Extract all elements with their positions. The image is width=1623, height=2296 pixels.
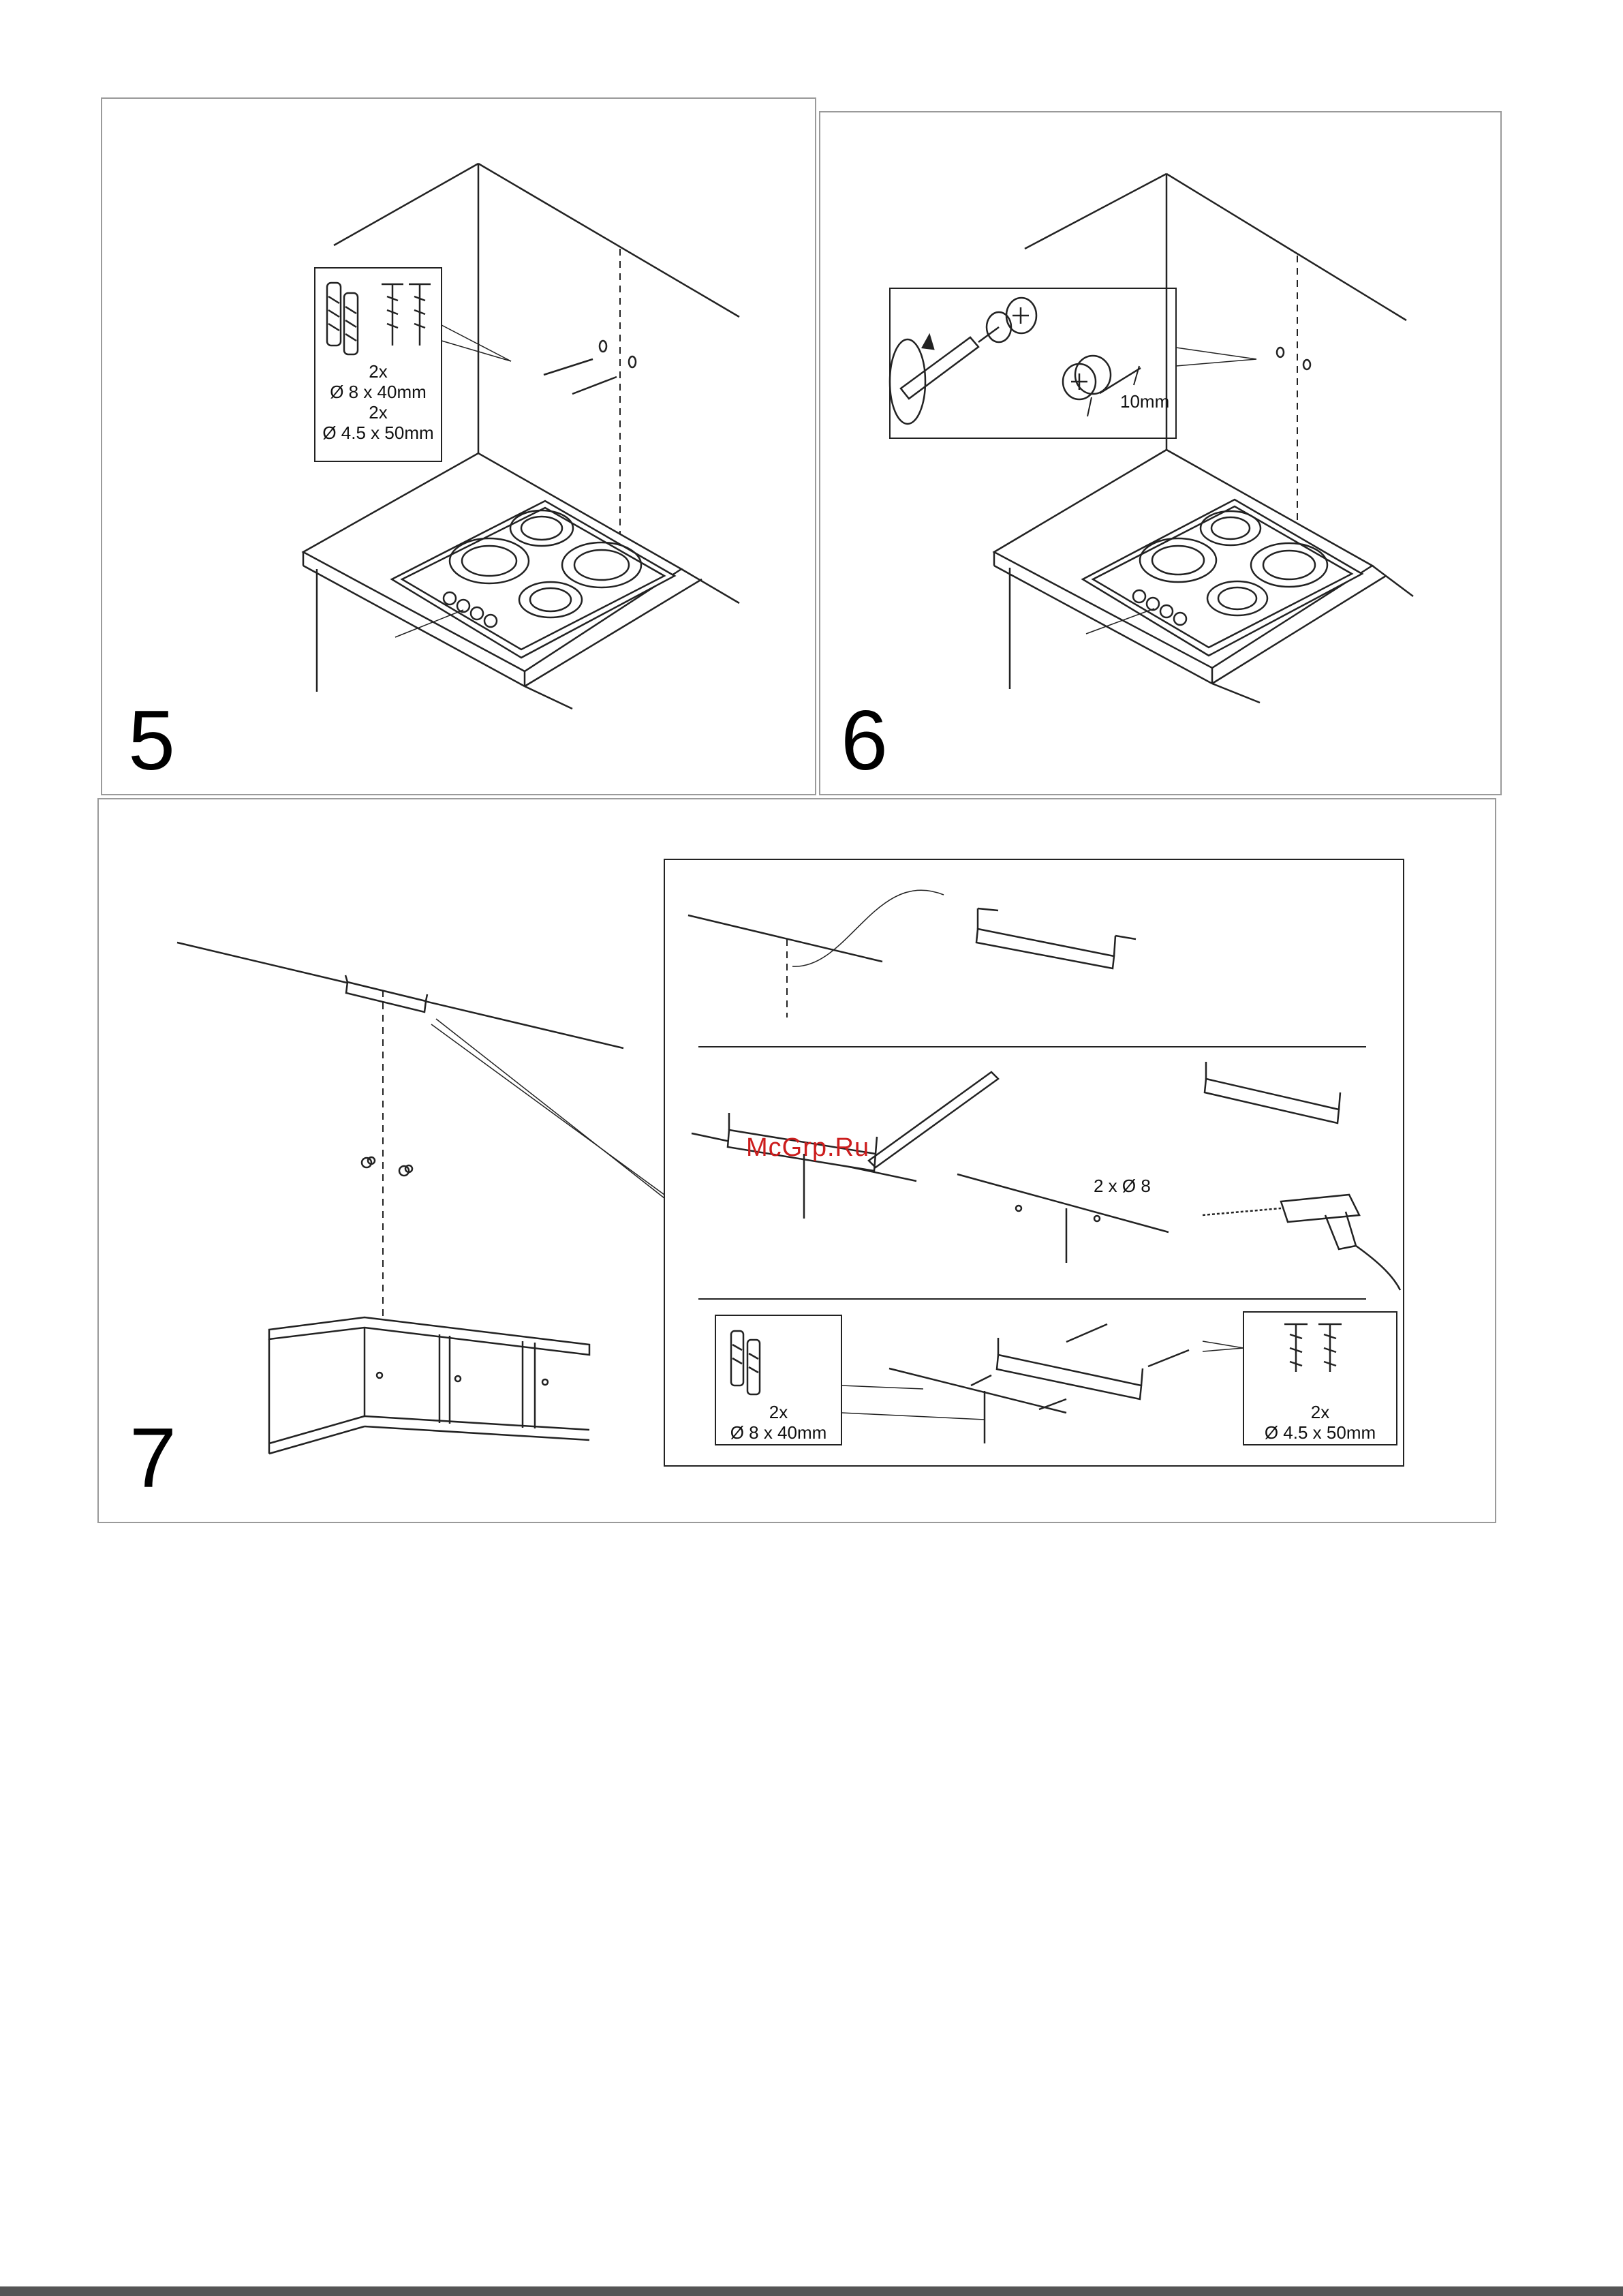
hardware-size-b: Ø 4.5 x 50mm — [315, 423, 442, 444]
plug-qty-label: 2x — [715, 1403, 841, 1423]
screw-size-label: Ø 4.5 x 50mm — [1243, 1423, 1397, 1443]
hardware-size-a: Ø 8 x 40mm — [315, 382, 442, 403]
step-7-panel: McGrp.Ru 2 x Ø 8 2x Ø 8 x 40mm 2x Ø 4.5 … — [97, 798, 1496, 1523]
step-number: 6 — [841, 699, 888, 783]
step-6-panel: 10mm 6 — [819, 111, 1502, 795]
step-6-illustration — [820, 112, 1502, 795]
plug-size-label: Ø 8 x 40mm — [715, 1423, 841, 1443]
step-5-illustration — [102, 99, 816, 795]
step-number: 7 — [129, 1416, 176, 1501]
drill-size-label: 2 x Ø 8 — [1094, 1176, 1151, 1197]
screw-qty-label: 2x — [1243, 1403, 1397, 1423]
watermark: McGrp.Ru — [746, 1133, 869, 1163]
hardware-qty-a: 2x — [315, 362, 442, 382]
step-5-panel: 2x Ø 8 x 40mm 2x Ø 4.5 x 50mm 5 — [101, 97, 816, 795]
page-bottom-bar — [0, 2286, 1623, 2296]
screw-depth-label: 10mm — [1120, 392, 1169, 412]
step-number: 5 — [128, 699, 175, 783]
hardware-qty-b: 2x — [315, 403, 442, 423]
